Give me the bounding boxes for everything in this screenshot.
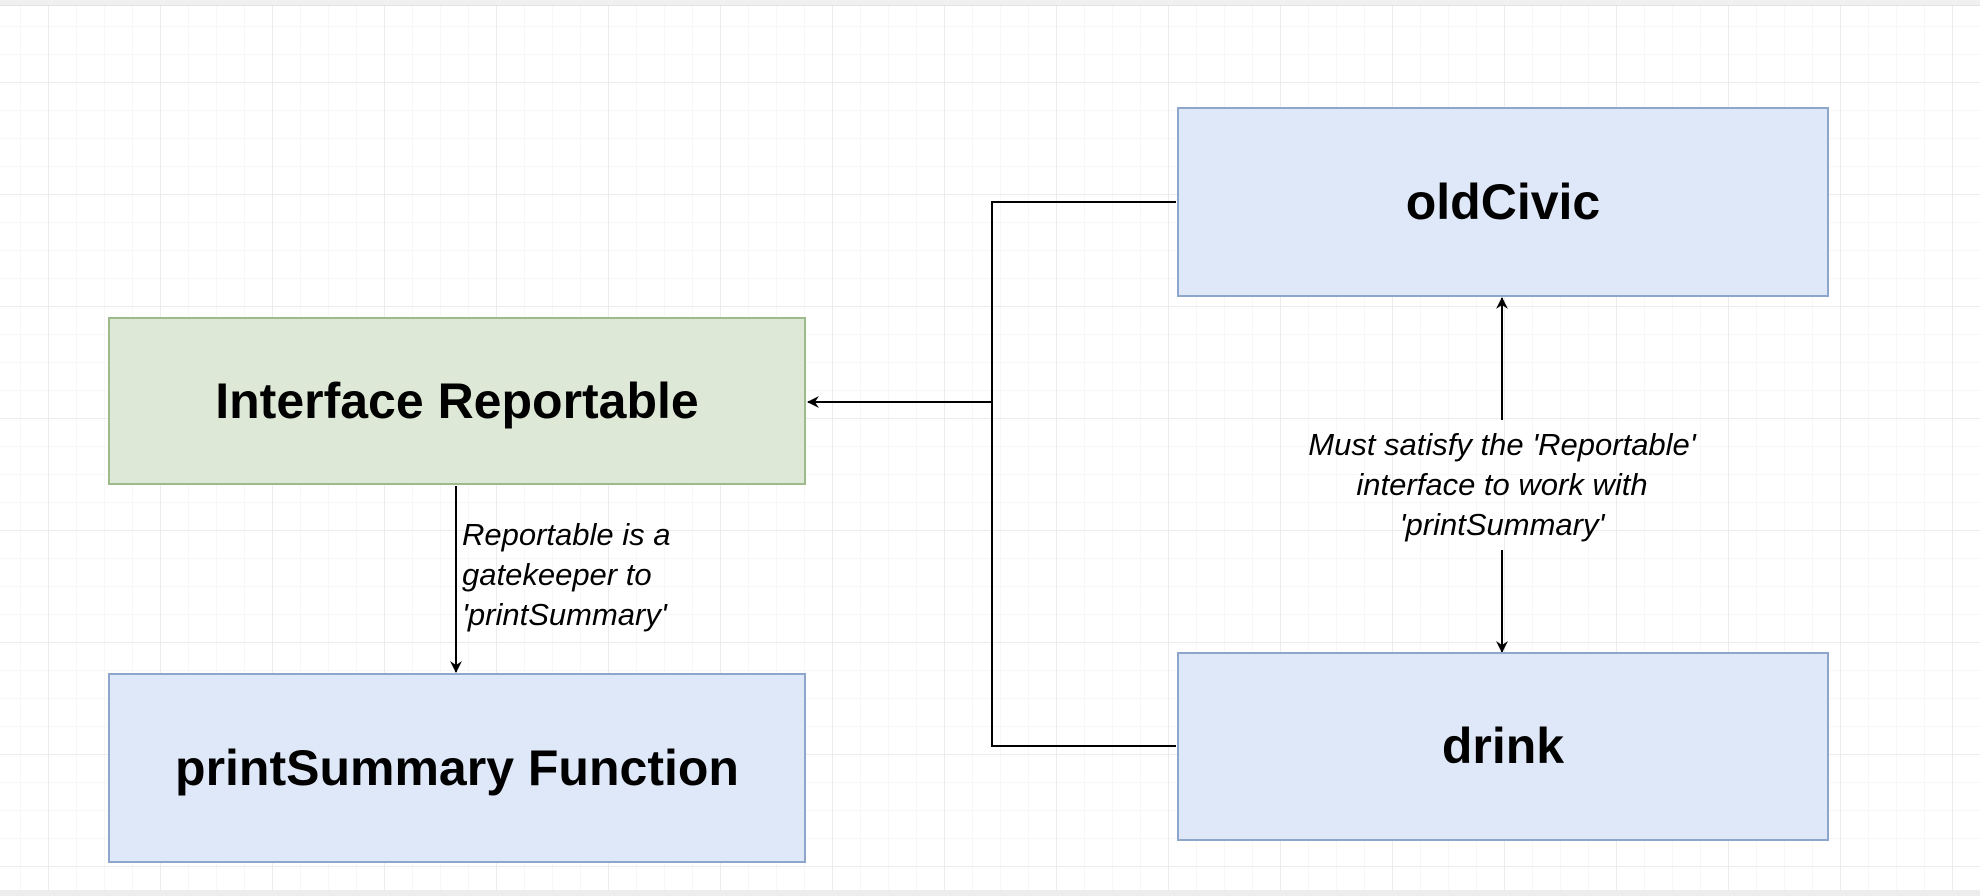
node-oldcivic[interactable]: oldCivic [1177, 107, 1829, 297]
node-printsummary-function[interactable]: printSummary Function [108, 673, 806, 863]
node-interface-reportable-label: Interface Reportable [215, 372, 699, 429]
connector-drink-to-junction[interactable] [991, 402, 1176, 747]
edge-label-must-satisfy: Must satisfy the 'Reportable' interface … [1262, 425, 1742, 545]
edge-label-must-satisfy-line-3: 'printSummary' [1399, 507, 1605, 542]
node-oldcivic-label: oldCivic [1405, 173, 1601, 230]
edge-label-must-satisfy-line-1: Must satisfy the 'Reportable' [1308, 427, 1696, 462]
edge-label-gatekeeper-line-1: Reportable is a [462, 517, 671, 552]
node-drink-label: drink [1441, 718, 1565, 774]
node-printsummary-function-label: printSummary Function [175, 739, 739, 796]
node-drink[interactable]: drink [1177, 652, 1829, 841]
edge-label-gatekeeper-line-2: gatekeeper to [462, 557, 652, 592]
canvas-bottom-edge [0, 890, 1980, 896]
connector-oldcivic-to-junction[interactable] [991, 201, 1176, 402]
edge-label-must-satisfy-line-2: interface to work with [1356, 467, 1648, 502]
edge-label-gatekeeper: Reportable is a gatekeeper to 'printSumm… [462, 515, 671, 635]
node-interface-reportable[interactable]: Interface Reportable [108, 317, 806, 485]
edge-label-gatekeeper-line-3: 'printSummary' [462, 597, 667, 632]
canvas-top-edge [0, 0, 1980, 6]
